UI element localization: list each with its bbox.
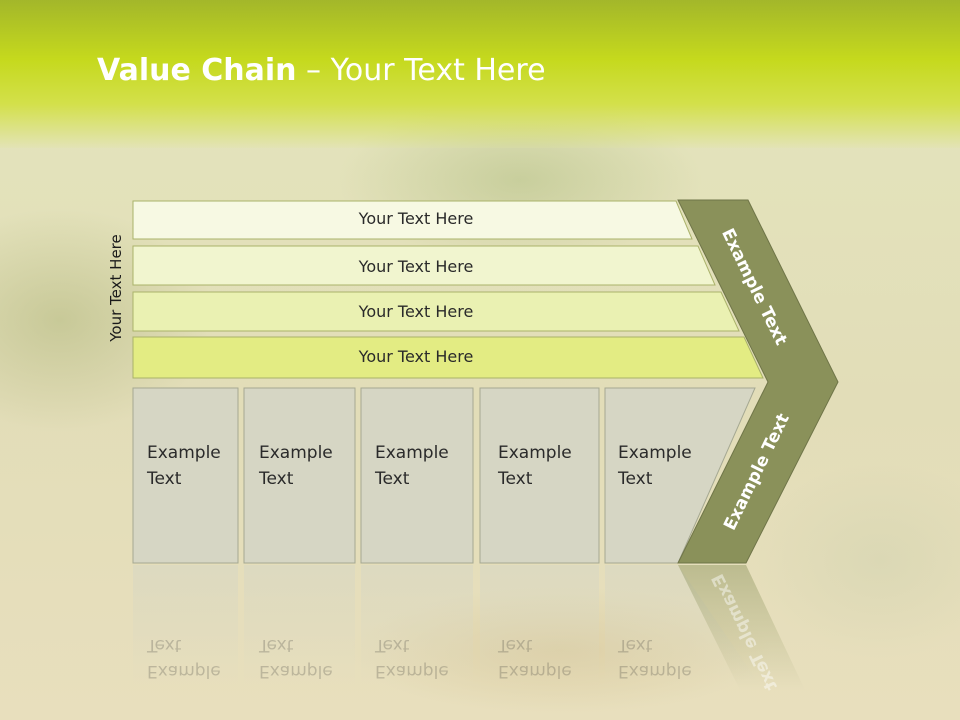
column-reflection [361,565,473,685]
chevron-arrow[interactable] [677,199,839,564]
row-label-3: Your Text Here [358,302,474,321]
column-box-3[interactable] [360,387,474,564]
column-reflection [605,565,760,685]
reflection-group [133,565,805,690]
column-label-line1: Example [618,443,692,463]
header-band [0,0,960,148]
column-reflection [480,565,599,685]
row-band-4[interactable] [132,336,764,379]
row-band-3[interactable] [132,291,740,332]
title-bold: Value Chain [97,53,297,88]
row-label-1: Your Text Here [358,209,474,228]
column-label-line1: Example [375,443,449,463]
column-label-line2: Text [618,469,653,489]
column-box-4[interactable] [479,387,600,564]
column-reflection [133,565,238,685]
column-label-line2: Text [498,469,533,489]
row-band-1[interactable] [132,200,693,240]
column-label-line1: Example [147,443,221,463]
column-reflection [244,565,355,685]
column-label-line2: Text [147,469,182,489]
column-label-line2: Text [375,469,410,489]
row-band-2[interactable] [132,245,716,286]
column-label-line1: Example [498,443,572,463]
slide-title[interactable]: Value Chain – Your Text Here [97,53,546,88]
column-label-line1: Example [259,443,333,463]
row-label-2: Your Text Here [358,257,474,276]
arrow-reflection [678,565,805,690]
column-label-line2: Text [259,469,294,489]
row-label-4: Your Text Here [358,347,474,366]
title-rest: – Your Text Here [296,53,546,88]
column-box-2[interactable] [243,387,356,564]
column-box-1[interactable] [132,387,239,564]
